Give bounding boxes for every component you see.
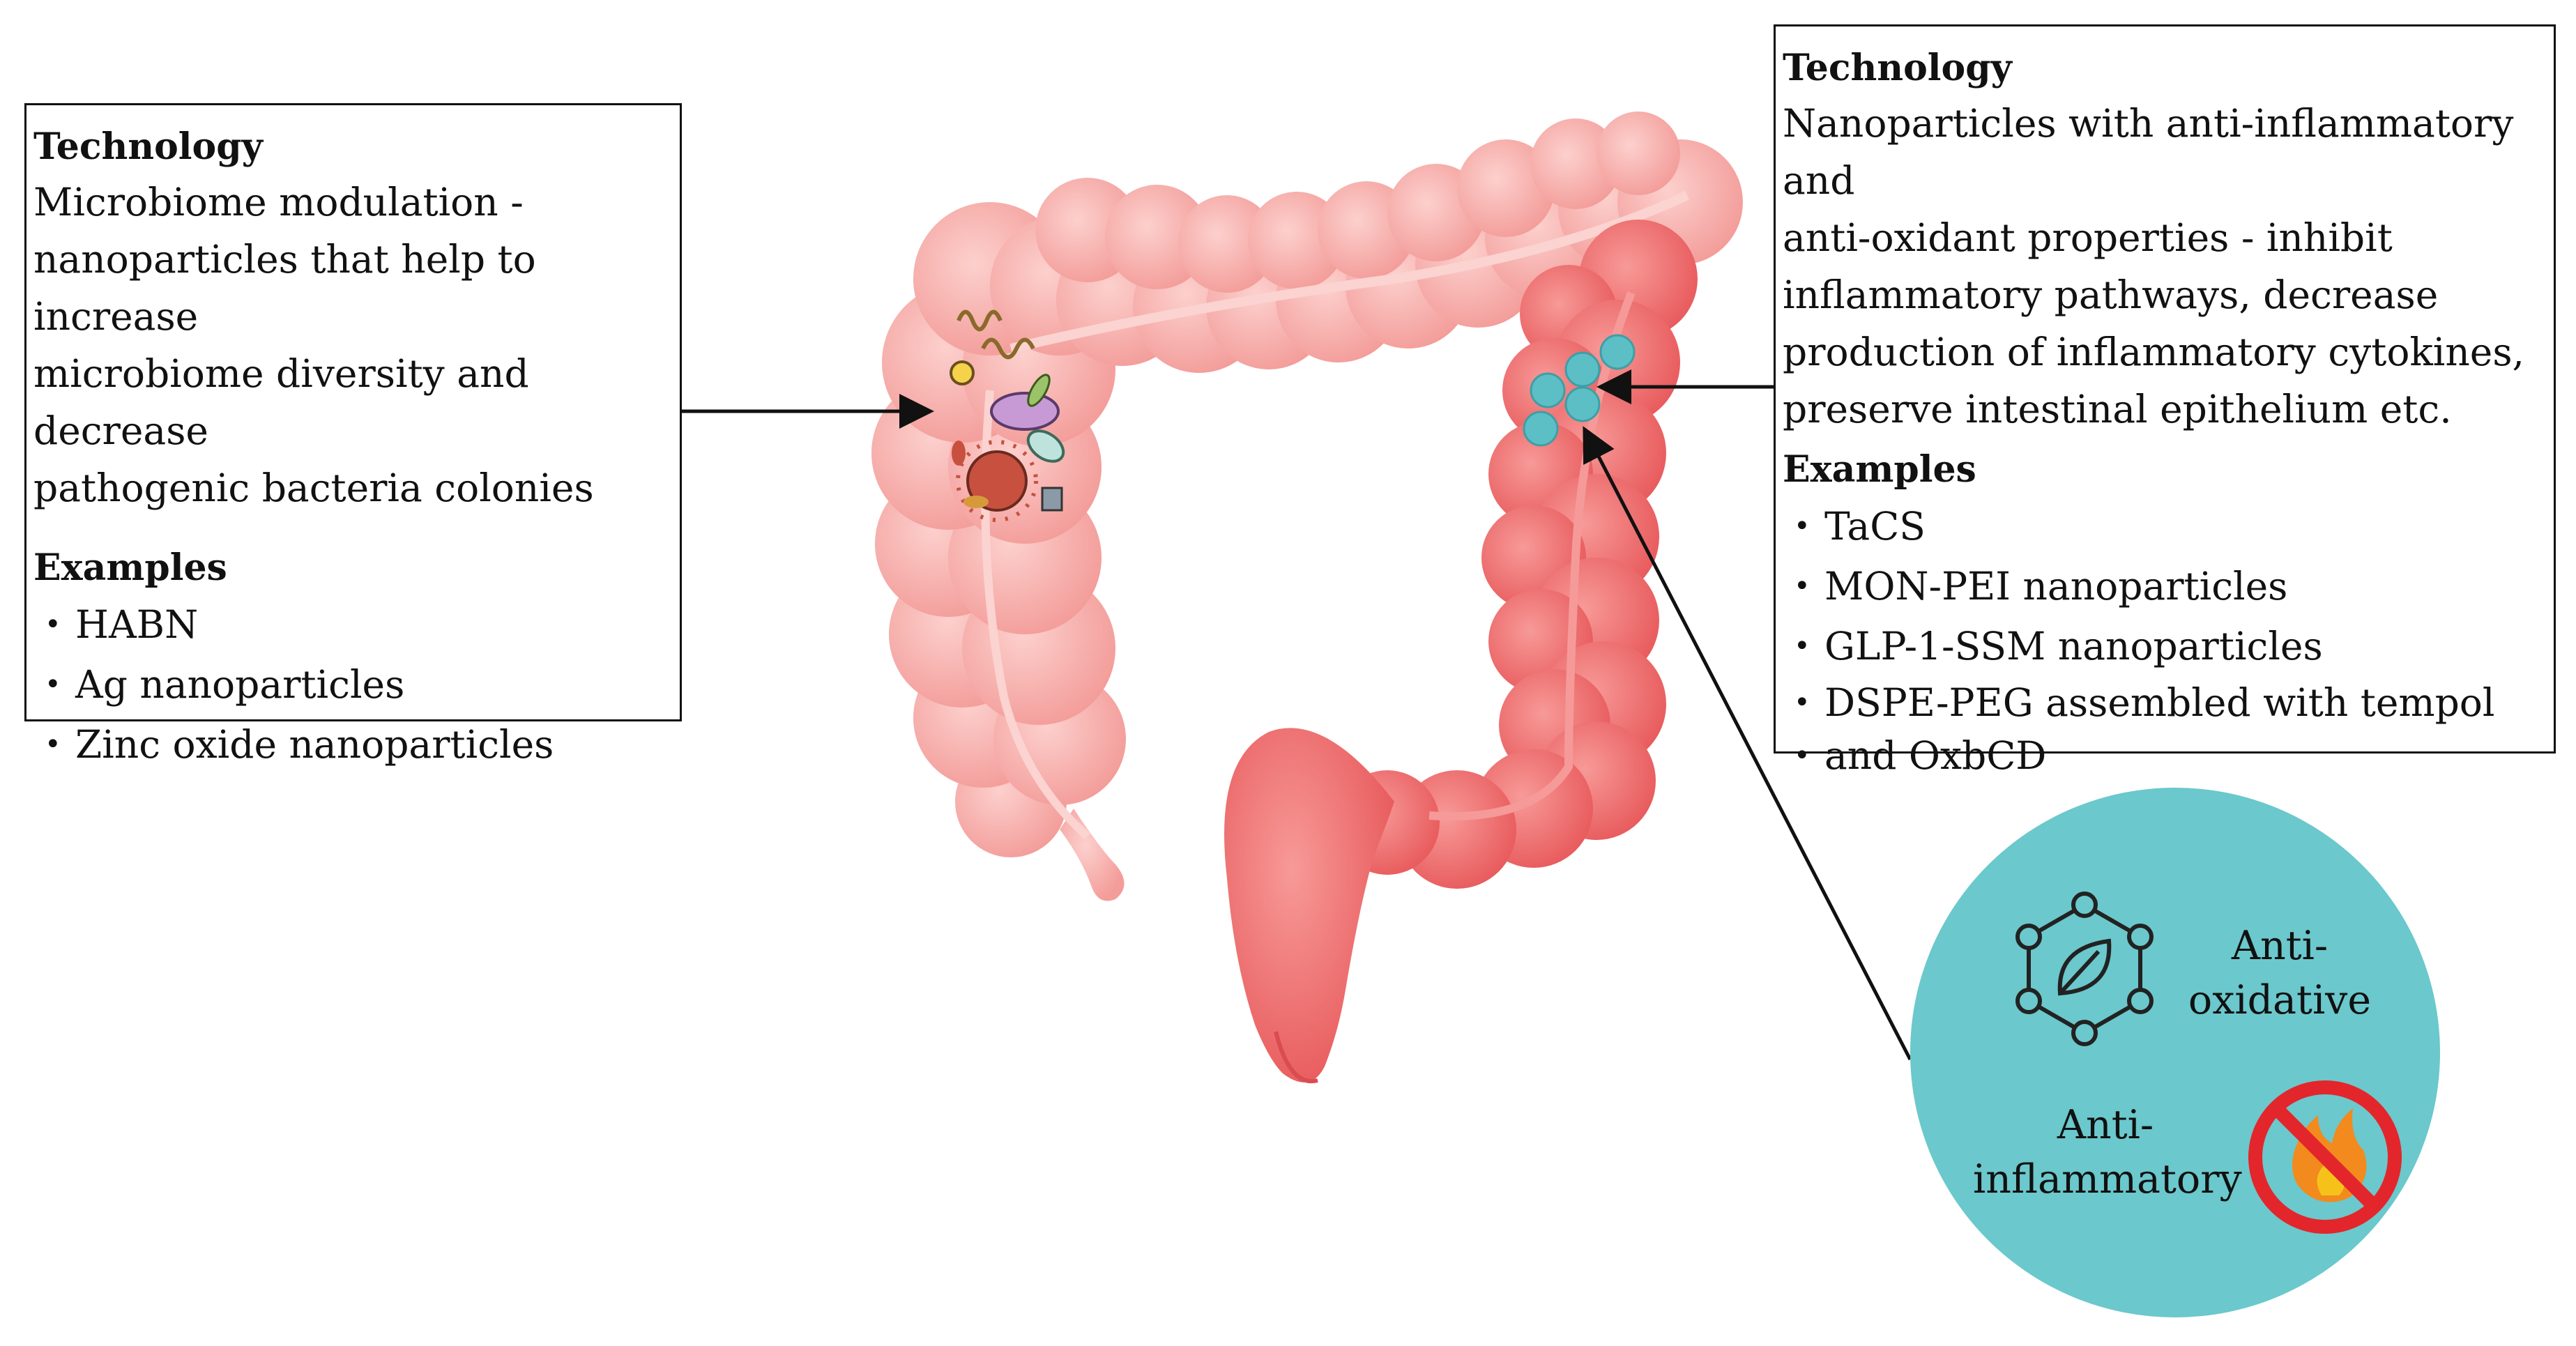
flagellate-icon	[1026, 429, 1065, 463]
anti-inflammatory-line2: inflammatory	[1973, 1156, 2242, 1202]
left-examples-list: HABN Ag nanoparticles Zinc oxide nanopar…	[33, 595, 680, 774]
virus-icon	[966, 450, 1028, 512]
left-example-item: HABN	[45, 595, 680, 655]
right-description-line: inflammatory pathways, decrease	[1783, 273, 2439, 317]
no-fire-icon	[2248, 1080, 2402, 1234]
right-description-line: Nanoparticles with anti-inflammatory and	[1783, 101, 2514, 203]
left-description-line: Microbiome modulation -	[33, 180, 524, 224]
nanoparticle-icon	[1564, 351, 1601, 388]
appendix	[1060, 809, 1125, 901]
circle-pointer-arrow	[1583, 426, 1912, 1061]
right-example-item-continued: and OxbCD	[1794, 729, 2554, 782]
left-example-item: Zinc oxide nanoparticles	[45, 714, 680, 774]
nanoparticle-icon	[1599, 334, 1636, 370]
properties-circle	[1910, 788, 2440, 1317]
left-technology-heading: Technology	[33, 125, 263, 168]
left-description-line: nanoparticles that help to increase	[33, 237, 536, 339]
right-description-line: preserve intestinal epithelium etc.	[1783, 387, 2452, 431]
nanoparticle-icon	[1564, 386, 1601, 422]
nanoparticle-icon	[1530, 372, 1566, 408]
right-example-item: DSPE-PEG assembled with tempol	[1794, 676, 2554, 729]
transverse-colon	[1035, 112, 1743, 373]
right-example-item: MON-PEI nanoparticles	[1794, 556, 2554, 616]
rod-bacterium-icon	[1027, 374, 1051, 407]
virus-spikes-icon	[956, 440, 1038, 522]
spirochete-icon	[957, 309, 1003, 332]
anti-inflammatory-technology-box: Technology Nanoparticles with anti-infla…	[1774, 24, 2556, 782]
left-example-item: Ag nanoparticles	[45, 655, 680, 714]
right-examples-list: TaCS MON-PEI nanoparticles GLP-1-SSM nan…	[1783, 496, 2554, 782]
rectum	[1224, 728, 1394, 1083]
anti-oxidative-line1: Anti-	[2231, 923, 2329, 969]
bacillus-icon	[990, 392, 1060, 431]
oval-bacterium-icon	[963, 496, 989, 508]
microbes-cluster	[950, 309, 1065, 522]
anti-inflammatory-line1: Anti-	[2057, 1102, 2154, 1148]
left-description-line: pathogenic bacteria colonies	[33, 466, 594, 510]
phage-icon	[1041, 487, 1063, 512]
right-example-item: GLP-1-SSM nanoparticles	[1794, 616, 2554, 676]
right-examples-heading: Examples	[1783, 448, 1976, 491]
nanoparticles-cluster	[1523, 334, 1636, 447]
oval-bacterium-icon	[952, 441, 966, 466]
anti-oxidative-line2: oxidative	[2188, 977, 2372, 1023]
right-description-line: production of inflammatory cytokines,	[1783, 330, 2525, 374]
right-description-line: anti-oxidant properties - inhibit	[1783, 215, 2393, 260]
left-examples-heading: Examples	[33, 546, 227, 589]
microbiome-technology-box: Technology Microbiome modulation - nanop…	[24, 103, 682, 774]
coccus-icon	[950, 360, 975, 385]
rectum-outline	[1274, 1031, 1318, 1084]
anti-inflammatory-label: Anti- inflammatory	[1973, 1098, 2242, 1207]
right-example-item: TaCS	[1794, 496, 2554, 556]
left-description-line: microbiome diversity and decrease	[33, 351, 529, 453]
anti-oxidative-label: Anti- oxidative	[2175, 919, 2384, 1027]
right-technology-heading: Technology	[1783, 47, 2012, 89]
nanoparticle-icon	[1523, 411, 1559, 447]
spirochete-icon	[981, 337, 1035, 360]
leaf-hexagon-molecule-icon	[2015, 892, 2154, 1046]
transverse-band	[1009, 190, 1689, 353]
